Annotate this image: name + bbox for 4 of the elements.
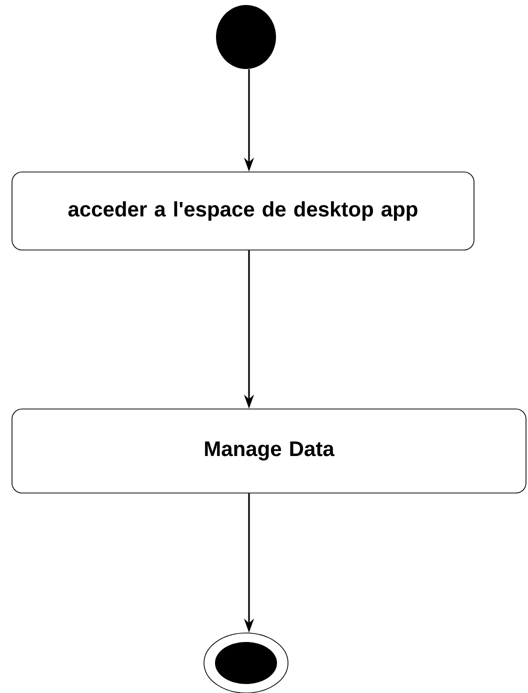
initial-node (216, 5, 276, 69)
activity-box: Manage Data (12, 408, 526, 494)
final-node (204, 632, 288, 693)
activity-box: acceder a l'espace de desktop app (12, 172, 474, 250)
